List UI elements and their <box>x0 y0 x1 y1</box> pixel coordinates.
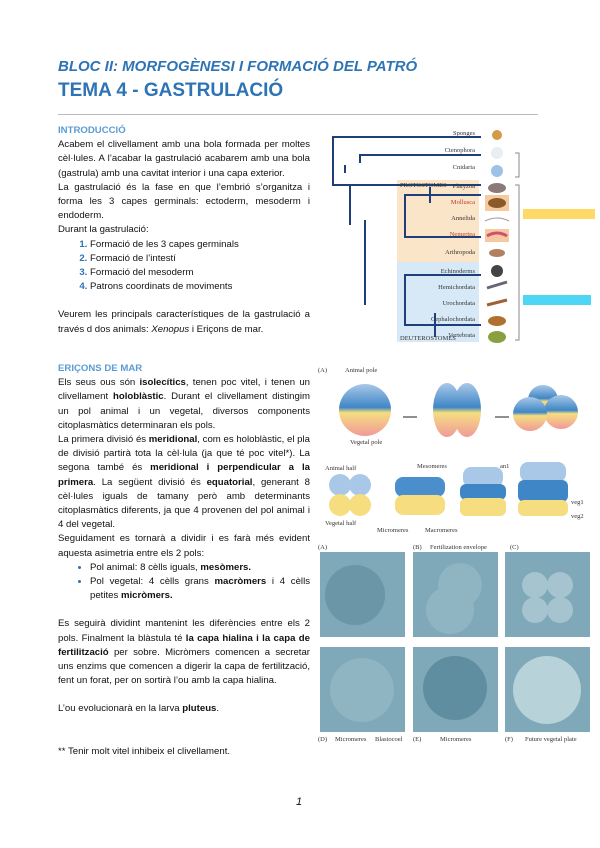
paragraph: Durant la gastrulació: <box>58 224 149 236</box>
svg-text:Cephalochordata: Cephalochordata <box>431 316 475 323</box>
numbered-list: Formació de les 3 capes germinals Formac… <box>58 238 310 295</box>
section-heading: INTRODUCCIÓ <box>58 125 126 136</box>
svg-text:Echinoderms: Echinoderms <box>441 268 476 275</box>
svg-text:Micromeres: Micromeres <box>377 527 409 534</box>
bloc-title: BLOC II: MORFOGÈNESI I FORMACIÓ DEL PATR… <box>58 58 418 75</box>
svg-text:Blastocoel: Blastocoel <box>375 736 403 743</box>
svg-text:Arthropoda: Arthropoda <box>445 249 475 256</box>
paragraph: Acabem el clivellament amb una bola form… <box>58 139 310 179</box>
list-item: Formació del mesoderm <box>90 266 310 280</box>
svg-text:(F): (F) <box>505 736 513 743</box>
svg-text:Macromeres: Macromeres <box>425 527 458 534</box>
svg-text:Fertilization envelope: Fertilization envelope <box>430 544 487 551</box>
svg-text:Nemertea: Nemertea <box>450 231 475 238</box>
paragraph: L’ou evolucionarà en la larva pluteus. <box>58 703 220 715</box>
paragraph: Els seus ous són isolecítics, tenen poc … <box>58 377 310 431</box>
svg-text:Animal half: Animal half <box>325 465 357 472</box>
svg-text:(B): (B) <box>413 544 422 551</box>
deuterostome-highlight <box>523 295 591 305</box>
paragraph: Es seguirà dividint mantenint les diferè… <box>58 618 310 687</box>
svg-text:(A): (A) <box>318 367 327 374</box>
svg-text:Cnidaria: Cnidaria <box>453 164 475 171</box>
svg-text:Hemichordata: Hemichordata <box>438 284 475 291</box>
paragraph: Seguidament es tornarà a dividir i es fa… <box>58 533 310 559</box>
bullet-list: Pol animal: 8 cèlls iguals, mesòmers. Po… <box>58 561 310 604</box>
svg-text:DEUTEROSTOMES: DEUTEROSTOMES <box>400 335 456 342</box>
svg-text:Animal pole: Animal pole <box>345 367 377 374</box>
svg-text:(D): (D) <box>318 736 327 743</box>
svg-text:an1: an1 <box>500 463 509 470</box>
svg-text:Platyzoa: Platyzoa <box>453 183 475 190</box>
svg-text:Urochordata: Urochordata <box>443 300 476 307</box>
protostome-region <box>397 180 479 262</box>
svg-text:Annelida: Annelida <box>451 215 475 222</box>
cleavage-diagram: (A) Animal pole Vegetal pole Animal half… <box>318 367 584 534</box>
svg-text:Mesomeres: Mesomeres <box>417 463 447 470</box>
svg-text:Micromeres: Micromeres <box>440 736 472 743</box>
list-item: Pol animal: 8 cèlls iguals, mesòmers. <box>90 561 310 575</box>
svg-text:veg2: veg2 <box>571 513 584 520</box>
animal-icons <box>484 130 510 343</box>
svg-text:PROTOSTOMES: PROTOSTOMES <box>400 182 447 189</box>
svg-text:(E): (E) <box>413 736 421 743</box>
taxa-labels: Sponges Ctenophora Cnidaria Platyzoa Mol… <box>400 130 475 342</box>
list-item: Patrons coordinats de moviments <box>90 280 310 294</box>
protostome-highlight <box>523 209 595 219</box>
paragraph: Veurem les principals característiques d… <box>58 309 310 335</box>
section-heading: ERIÇONS DE MAR <box>58 363 143 374</box>
list-item: Formació de les 3 capes germinals <box>90 238 310 252</box>
intro-section: INTRODUCCIÓ Acabem el clivellament amb u… <box>58 124 310 337</box>
phylogeny-figure: Sponges Ctenophora Cnidaria Platyzoa Mol… <box>332 130 595 343</box>
svg-text:veg1: veg1 <box>571 499 584 506</box>
svg-text:Future vegetal plate: Future vegetal plate <box>525 736 577 743</box>
divider <box>58 114 538 115</box>
svg-text:Sponges: Sponges <box>453 130 476 137</box>
svg-text:Mollusca: Mollusca <box>451 199 475 206</box>
micrograph-panel: (A) (B) (C) Fertilization envelope (D) (E) (… <box>315 540 600 745</box>
list-item: Pol vegetal: 4 cèlls grans macròmers i 4… <box>90 575 310 603</box>
page-title: TEMA 4 - GASTRULACIÓ <box>58 80 284 101</box>
zygote <box>339 384 391 436</box>
paragraph: La primera divisió és meridional, com es… <box>58 434 310 531</box>
svg-text:Vertebrata: Vertebrata <box>448 332 475 339</box>
svg-text:Vegetal half: Vegetal half <box>325 520 357 527</box>
svg-text:(C): (C) <box>510 544 519 551</box>
bracket <box>515 152 520 341</box>
tree-branches <box>332 136 481 337</box>
footnote: ** Tenir molt vitel inhibeix el clivella… <box>58 745 231 757</box>
page-number: 1 <box>296 796 303 808</box>
svg-text:Micromeres: Micromeres <box>335 736 367 743</box>
list-item: Formació de l’intestí <box>90 252 310 266</box>
ericons-section: ERIÇONS DE MAR Els seus ous són isolecít… <box>58 362 310 759</box>
svg-text:(A): (A) <box>318 544 327 551</box>
svg-text:Vegetal pole: Vegetal pole <box>350 439 382 446</box>
svg-text:Ctenophora: Ctenophora <box>445 147 475 154</box>
paragraph: La gastrulació és la fase en que l’embri… <box>58 181 310 222</box>
